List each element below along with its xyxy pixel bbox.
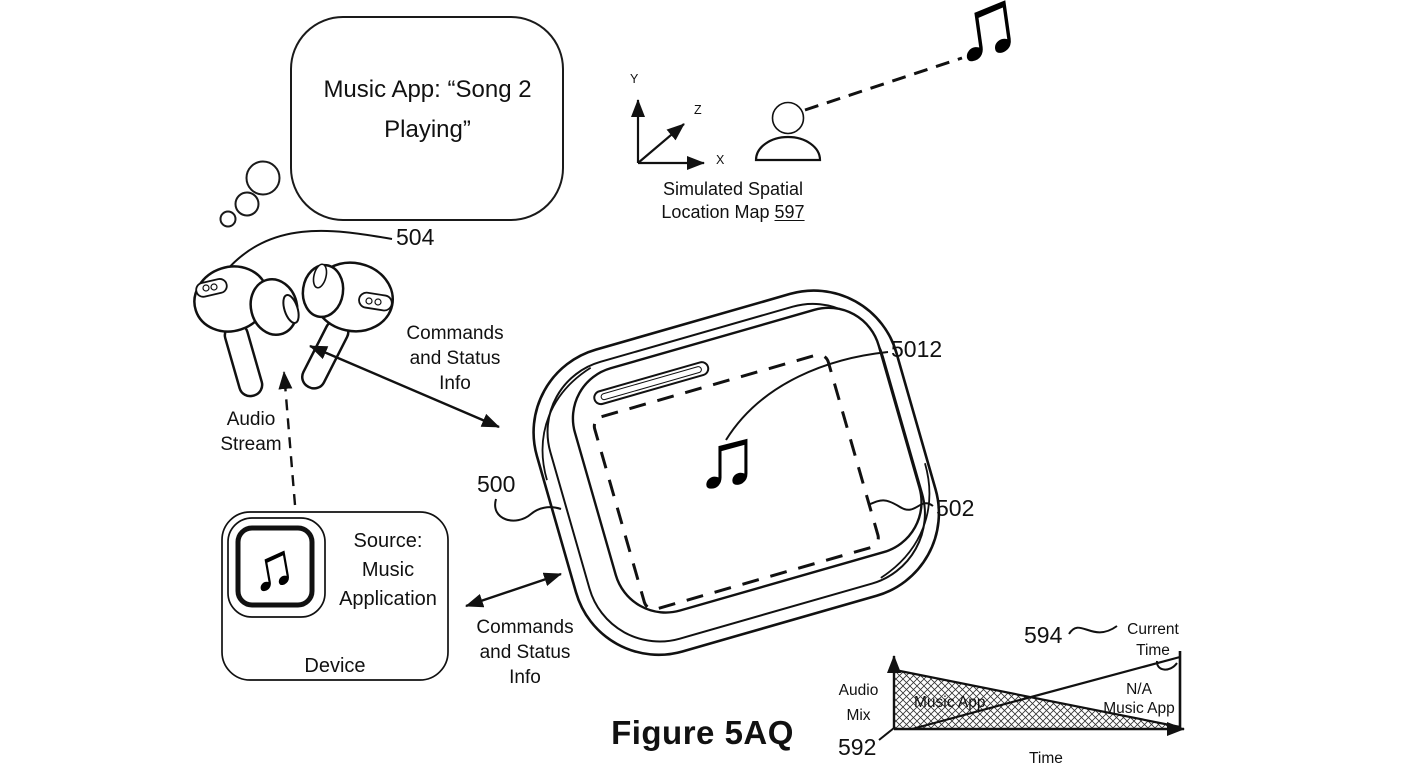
bubble-dot-small <box>219 210 237 228</box>
ref-502-leader <box>867 499 934 511</box>
ref-504: 504 <box>396 224 435 250</box>
left-earbud-vent-dot <box>210 283 218 291</box>
right-earbud-highlight <box>312 263 328 289</box>
x-axis-label: X <box>716 153 725 167</box>
device-label: Device <box>304 655 366 677</box>
case-display-region-502 <box>592 353 880 611</box>
commands-status-info-label-earbuds: Commands and Status Info <box>406 323 504 394</box>
ref-594-leader <box>1068 625 1118 635</box>
earbuds-illustration <box>193 229 395 398</box>
thought-bubble-text: Music App: “Song 2 Playing” <box>300 70 555 150</box>
spatial-audio-dashed-line <box>804 56 963 112</box>
na-music-app-increasing-line <box>911 655 1181 731</box>
thought-bubble-line2: Playing” <box>384 116 471 143</box>
spatial-map-axes <box>631 99 705 170</box>
ref-592-leader <box>878 727 895 741</box>
spatial-music-note-icon: ♫ <box>942 0 1029 83</box>
current-time-hook <box>1156 660 1178 671</box>
listener-person <box>754 101 822 162</box>
graph-x-axis-label: Time <box>1029 750 1063 766</box>
z-axis <box>637 123 685 164</box>
audio-mix-graph <box>878 625 1185 741</box>
case-lid-slot-inner <box>600 366 702 401</box>
graph-current-time-label: Current Time <box>1127 621 1179 659</box>
charging-case <box>532 289 941 657</box>
bubble-dot-medium <box>234 191 260 217</box>
left-earbud-vent-dot <box>202 284 210 292</box>
thought-bubble <box>219 16 564 228</box>
y-axis-label: Y <box>630 72 639 86</box>
ref-500: 500 <box>477 471 516 497</box>
device-source-label: Source: Music Application <box>339 530 437 610</box>
audio-stream-label: Audio Stream <box>220 409 282 455</box>
left-earbud-tip-opening <box>282 294 300 324</box>
left-earbud-tip <box>249 278 299 336</box>
graph-na-music-app-label: N/A Music App <box>1103 681 1175 717</box>
ref-592: 592 <box>838 734 877 760</box>
commands-status-info-label-device: Commands and Status Info <box>476 617 574 688</box>
case-corner-seam-bottomright <box>880 463 931 579</box>
earbuds-case-arrow <box>309 344 500 429</box>
case-music-note-icon: ♫ <box>695 411 759 506</box>
audio-stream-arrow <box>278 371 297 506</box>
thought-bubble-line1: Music App: “Song 2 <box>323 76 532 103</box>
device-case-arrow <box>465 572 562 608</box>
ref-594: 594 <box>1024 622 1063 648</box>
ref-5012: 5012 <box>891 336 943 362</box>
spatial-map-caption: Simulated Spatial Location Map 597 <box>612 178 854 224</box>
ref-504-leader <box>224 229 393 273</box>
ref-500-leader <box>494 498 562 522</box>
music-app-icon-inner <box>235 525 315 608</box>
z-axis-label: Z <box>694 103 702 117</box>
right-earbud-vent-dot <box>374 298 382 306</box>
ref-597: 597 <box>774 202 805 222</box>
figure-title: Figure 5AQ <box>611 714 794 751</box>
person-body <box>754 135 822 162</box>
left-earbud-stem <box>223 322 264 398</box>
music-app-decreasing-line <box>894 668 1181 729</box>
graph-music-app-label: Music App <box>914 694 986 711</box>
bubble-dot-large <box>245 160 281 196</box>
person-head <box>771 101 805 135</box>
right-earbud-vent-dot <box>365 297 373 305</box>
ref-502: 502 <box>936 495 975 521</box>
device-box <box>221 511 449 681</box>
spatial-map-caption-line2: Location Map 597 <box>661 202 805 222</box>
ref-5012-leader <box>725 351 889 441</box>
case-corner-seam-topleft <box>541 366 592 481</box>
graph-y-axis-label: Audio Mix <box>838 682 879 724</box>
spatial-map-caption-line1: Simulated Spatial <box>662 179 804 199</box>
